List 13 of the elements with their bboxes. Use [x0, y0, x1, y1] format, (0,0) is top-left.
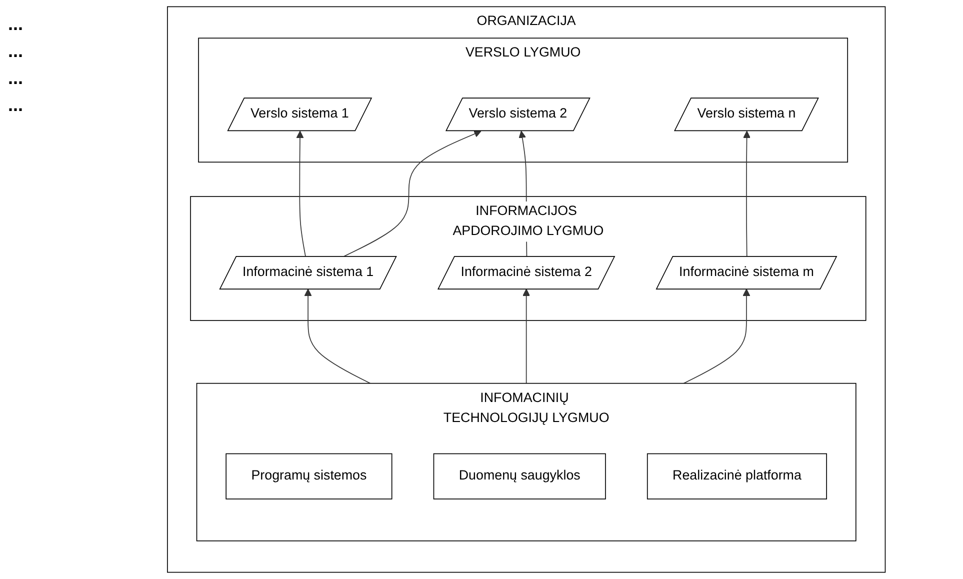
arrow — [304, 288, 371, 384]
arrow — [683, 288, 750, 384]
arrow — [342, 130, 482, 258]
ellipsis-mark: ... — [8, 14, 24, 35]
ellipsis-mark: ... — [8, 68, 24, 89]
ellipsis-mark: ... — [8, 95, 24, 116]
ellipsis-mark: ... — [8, 41, 24, 62]
node-box: Realizacinė platforma — [647, 453, 828, 500]
arrow — [296, 130, 306, 258]
arrow — [522, 288, 530, 384]
node-box: Programų sistemos — [226, 453, 392, 500]
node-box: Duomenų saugyklos — [434, 453, 606, 500]
arrow — [743, 130, 751, 258]
